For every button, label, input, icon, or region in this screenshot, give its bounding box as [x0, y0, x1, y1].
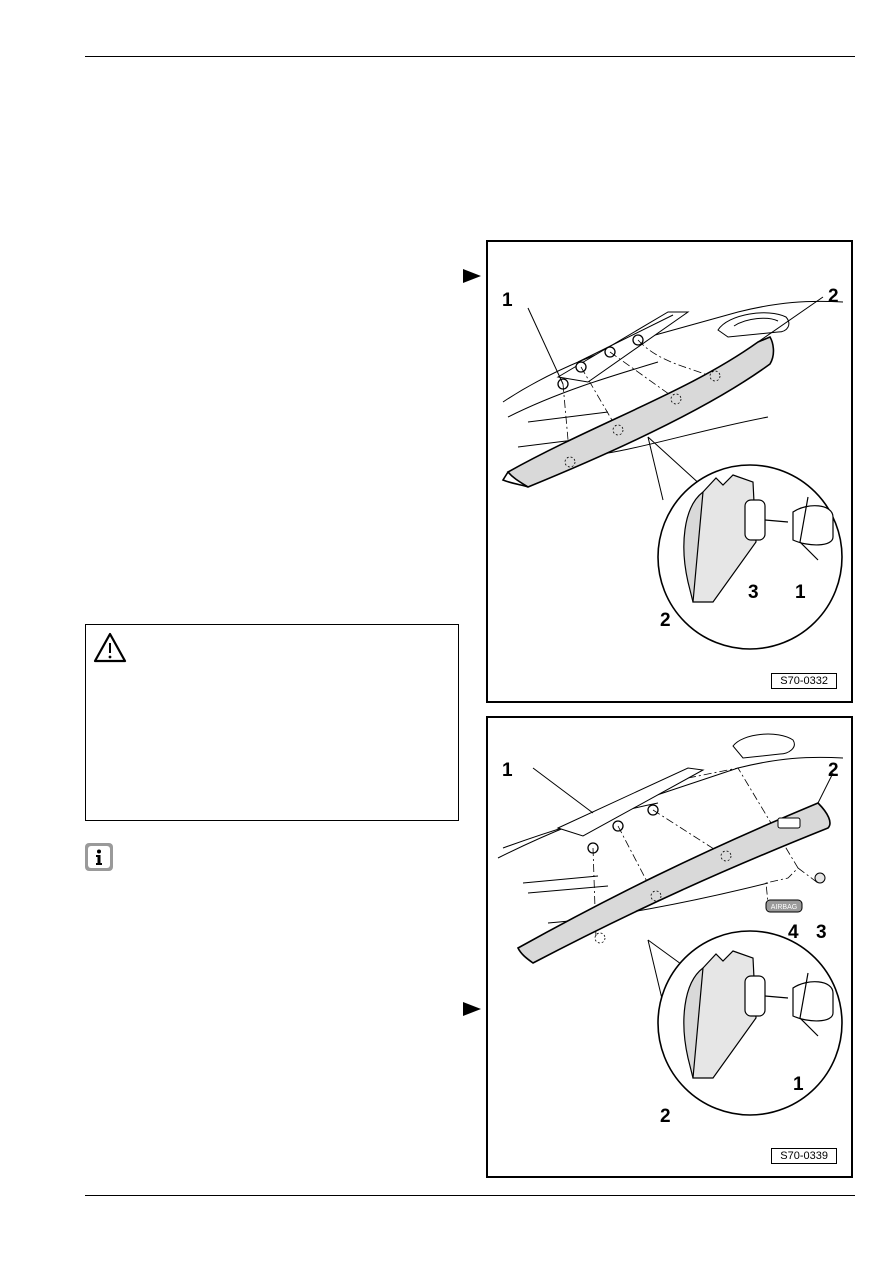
- footer-rule: [85, 1195, 855, 1196]
- callout-label: 2: [828, 760, 839, 781]
- callout-label: 1: [502, 760, 513, 781]
- trim-panel: [516, 802, 831, 964]
- figure-id: S70-0332: [771, 673, 837, 689]
- callout-label: 3: [816, 922, 827, 943]
- pointer-arrow-icon: [463, 269, 481, 283]
- callout-label: 1: [502, 290, 513, 311]
- figure-id: S70-0339: [771, 1148, 837, 1164]
- warning-box: [85, 624, 459, 821]
- pointer-arrow-icon: [463, 1002, 481, 1016]
- header-rule: [85, 56, 855, 57]
- airbag-badge: [765, 899, 803, 913]
- airbag-badge-text: AIRBAG: [771, 904, 797, 911]
- info-glyph: [88, 846, 110, 868]
- callout-label: 2: [828, 286, 839, 307]
- figure-illustration: [501, 296, 844, 650]
- info-note-icon: [85, 843, 113, 871]
- callout-label: 2: [660, 610, 671, 631]
- figure-s70-0332: 1 2 3 1 2 S70-0332: [486, 240, 853, 703]
- callout-label: 2: [660, 1106, 671, 1127]
- figure-illustration: AIRBAG: [497, 733, 844, 1116]
- callout-label: 4: [788, 922, 799, 943]
- callout-label: 1: [793, 1074, 804, 1095]
- warning-triangle-icon: [93, 632, 127, 663]
- trim-panel: [506, 335, 775, 488]
- callout-label: 3: [748, 582, 759, 603]
- callout-label: 1: [795, 582, 806, 603]
- figure-s70-0339: AIRBAG 1 2 4 3 1 2 S70-0339: [486, 716, 853, 1178]
